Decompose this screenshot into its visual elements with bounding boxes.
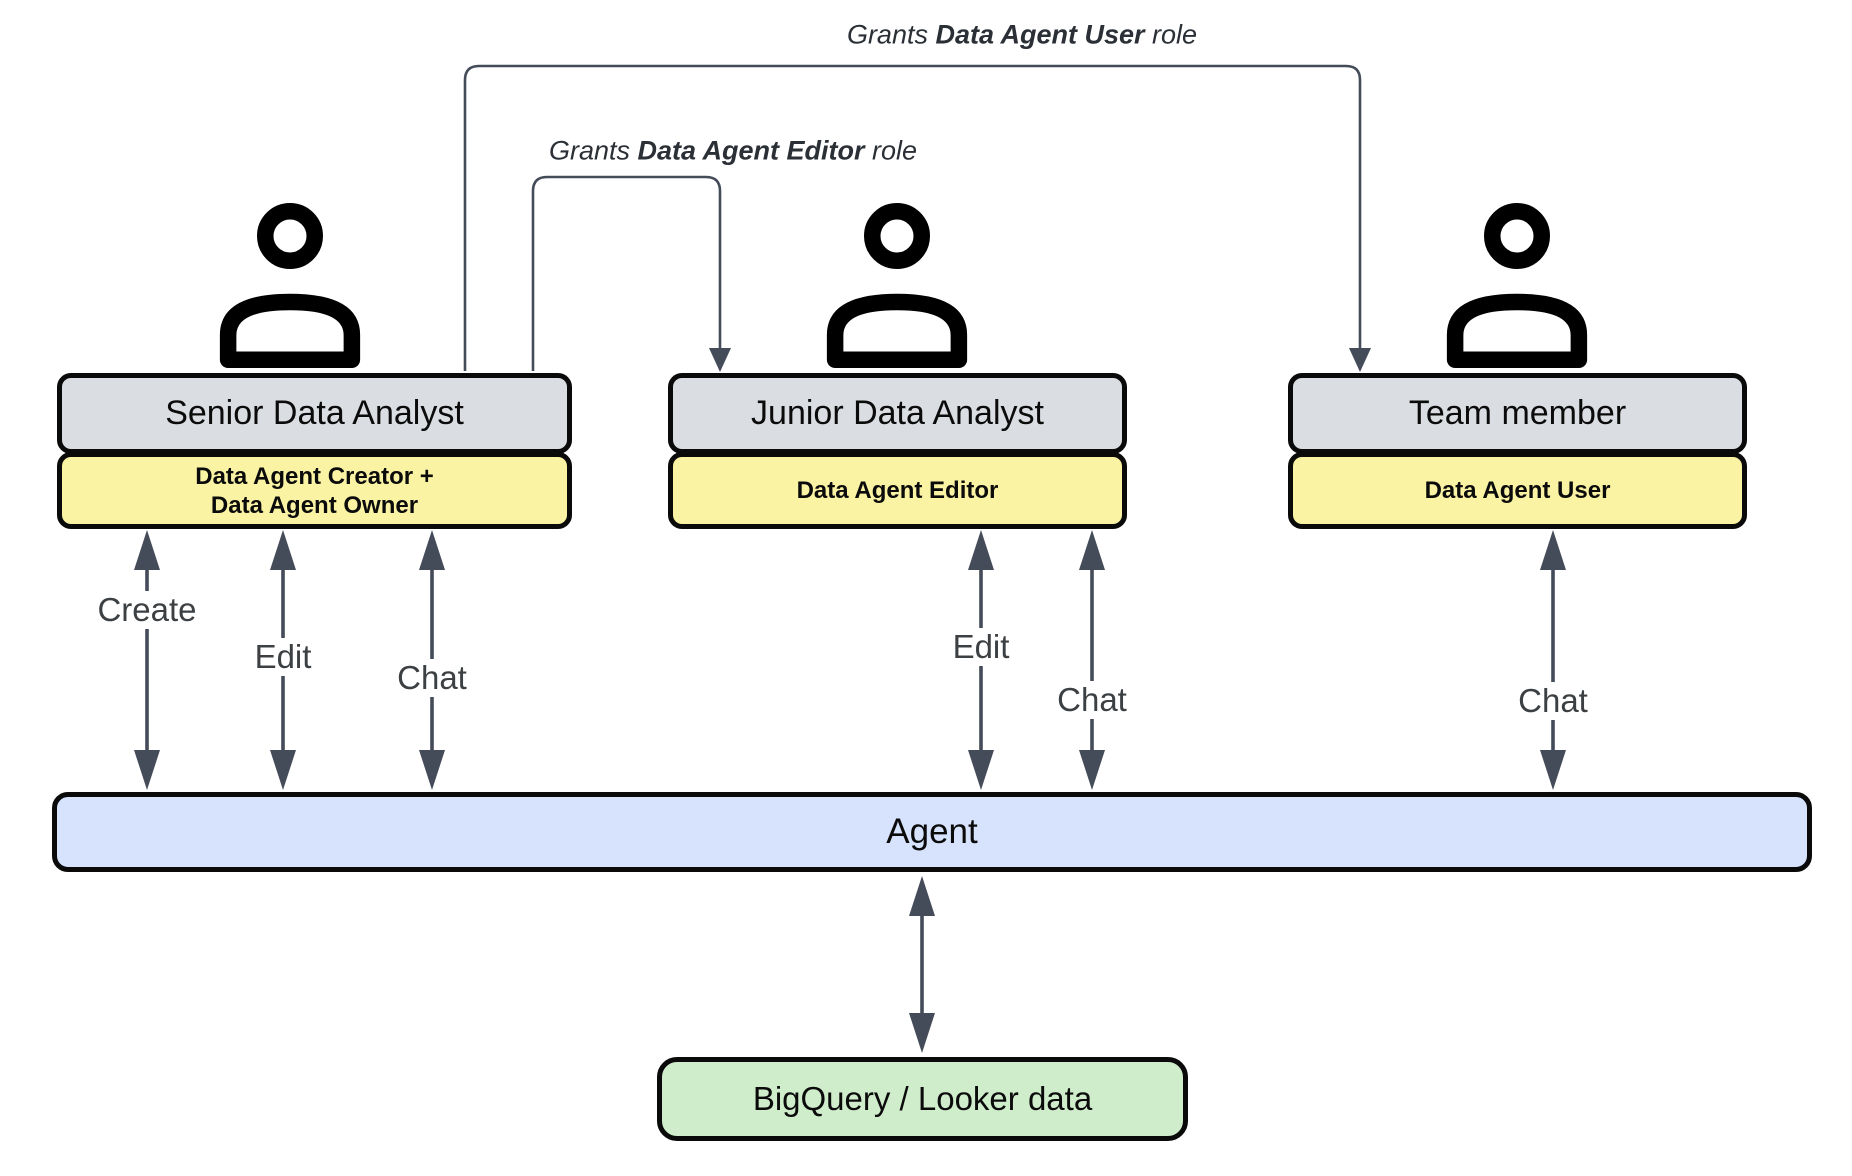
senior-chat-label: Chat [391, 659, 473, 697]
senior-edit-label: Edit [248, 638, 318, 676]
senior-analyst-box: Senior Data Analyst [57, 373, 572, 454]
junior-chat-label: Chat [1051, 681, 1133, 719]
junior-role-line1: Data Agent Editor [796, 477, 999, 504]
team-member-name: Team member [1408, 394, 1627, 432]
agent-label: Agent [886, 812, 978, 851]
team-role-line1: Data Agent User [1424, 477, 1611, 504]
grants-user-prefix: Grants [846, 19, 936, 50]
junior-person-icon [822, 203, 972, 368]
junior-edit-label: Edit [946, 628, 1016, 666]
senior-create-arrow [134, 530, 160, 790]
senior-role-line1: Data Agent Creator + [195, 462, 434, 490]
grants-user-suffix: role [1144, 19, 1198, 50]
agent-bar: Agent [52, 792, 1812, 872]
team-member-box: Team member [1288, 373, 1747, 454]
junior-analyst-name: Junior Data Analyst [751, 394, 1044, 432]
senior-person-icon [215, 203, 365, 368]
senior-role-line2: Data Agent Owner [210, 491, 419, 519]
junior-role-box: Data Agent Editor [668, 452, 1127, 529]
grants-user-label: Grants Data Agent User role [840, 19, 1204, 51]
team-person-icon [1442, 203, 1592, 368]
junior-analyst-box: Junior Data Analyst [668, 373, 1127, 454]
grants-user-role: Data Agent User [935, 19, 1145, 50]
datasource-label: BigQuery / Looker data [752, 1080, 1093, 1117]
team-chat-arrow [1540, 530, 1566, 790]
junior-chat-arrow [1079, 530, 1105, 790]
grants-editor-suffix: role [864, 135, 918, 166]
grants-editor-label: Grants Data Agent Editor role [542, 135, 924, 167]
agent-datasource-arrow [909, 876, 935, 1053]
grants-editor-prefix: Grants [548, 135, 638, 166]
team-chat-label: Chat [1512, 682, 1594, 720]
senior-create-label: Create [91, 591, 203, 629]
team-role-box: Data Agent User [1288, 452, 1747, 529]
senior-analyst-name: Senior Data Analyst [165, 394, 464, 432]
grants-editor-connector [531, 175, 731, 372]
grants-editor-role: Data Agent Editor [637, 135, 865, 166]
senior-role-box: Data Agent Creator + Data Agent Owner [57, 452, 572, 529]
datasource-box: BigQuery / Looker data [657, 1057, 1188, 1141]
